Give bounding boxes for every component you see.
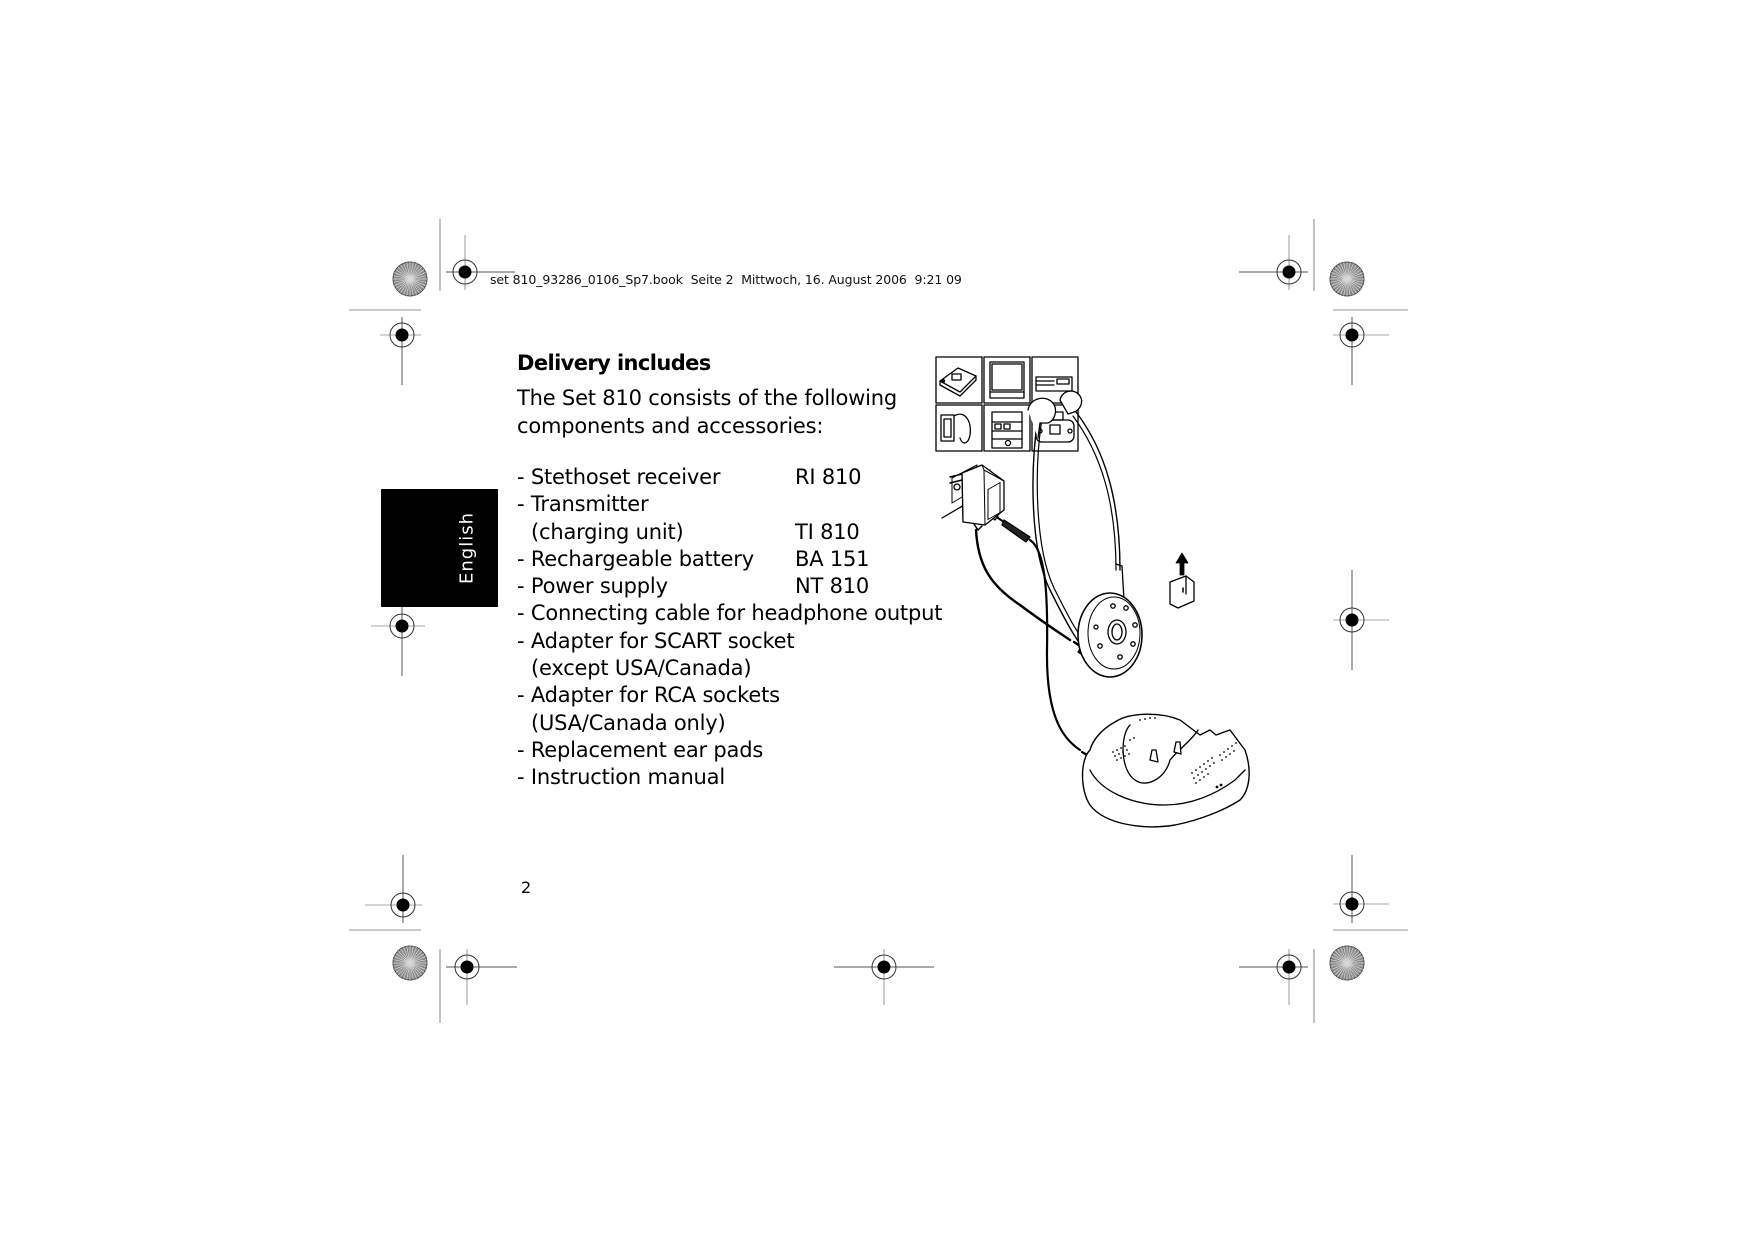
list-item: (USA/Canada only) bbox=[517, 710, 942, 737]
battery bbox=[1169, 575, 1195, 609]
cd-player-icon bbox=[935, 356, 983, 404]
item-name: - Rechargeable battery bbox=[517, 546, 754, 571]
list-item: - Instruction manual bbox=[517, 764, 942, 791]
page-number: 2 bbox=[521, 878, 532, 897]
item-model: NT 810 bbox=[795, 574, 870, 599]
print-header: set 810_93286_0106_Sp7.book Seite 2 Mitt… bbox=[490, 272, 962, 287]
list-item: - Connecting cable for headphone output bbox=[517, 600, 942, 627]
stethoset-receiver bbox=[1027, 390, 1143, 678]
list-item: - Stethoset receiver RI 810 bbox=[517, 464, 942, 491]
components-list: - Stethoset receiver RI 810 - Transmitte… bbox=[517, 464, 942, 792]
section-intro: The Set 810 consists of the following co… bbox=[517, 384, 897, 440]
transmitter-base bbox=[1081, 713, 1250, 828]
language-tab-label: English bbox=[456, 512, 478, 584]
remove-arrow-icon bbox=[1175, 552, 1189, 576]
product-illustration bbox=[935, 356, 1250, 828]
sunburst-mark-bottom-left bbox=[392, 945, 428, 981]
item-name: (USA/Canada only) bbox=[531, 710, 726, 735]
item-name: - Transmitter bbox=[517, 492, 649, 517]
list-item: (charging unit) TI 810 bbox=[517, 519, 942, 546]
item-name: - Adapter for SCART socket bbox=[517, 628, 795, 653]
item-model: RI 810 bbox=[795, 465, 862, 489]
list-item: - Transmitter bbox=[517, 491, 942, 518]
section-heading: Delivery includes bbox=[517, 351, 711, 375]
walkman-icon bbox=[935, 404, 983, 452]
intro-line: components and accessories: bbox=[517, 414, 824, 438]
item-model: BA 151 bbox=[795, 546, 870, 571]
item-name: - Adapter for RCA sockets bbox=[517, 683, 780, 708]
list-item: - Adapter for SCART socket bbox=[517, 628, 942, 655]
item-name: - Stethoset receiver bbox=[517, 465, 721, 489]
list-item: - Power supply NT 810 bbox=[517, 573, 942, 600]
item-name: (except USA/Canada) bbox=[531, 656, 752, 681]
item-name: - Connecting cable for headphone output bbox=[517, 601, 943, 626]
sunburst-mark-top-right bbox=[1329, 261, 1365, 297]
item-model: TI 810 bbox=[795, 519, 860, 544]
list-item: - Adapter for RCA sockets bbox=[517, 682, 942, 709]
source-icons-grid bbox=[935, 356, 1079, 452]
power-supply bbox=[949, 464, 1110, 668]
item-name: - Instruction manual bbox=[517, 765, 725, 790]
intro-line: The Set 810 consists of the following bbox=[517, 386, 897, 410]
list-item: - Rechargeable battery BA 151 bbox=[517, 546, 942, 573]
item-name: (charging unit) bbox=[531, 519, 684, 544]
item-name: - Replacement ear pads bbox=[517, 737, 764, 762]
tv-icon bbox=[983, 356, 1031, 404]
list-item: - Replacement ear pads bbox=[517, 737, 942, 764]
language-tab: English bbox=[381, 489, 498, 607]
sunburst-mark-top-left bbox=[392, 261, 428, 297]
hifi-stack-icon bbox=[983, 404, 1031, 452]
sunburst-mark-bottom-right bbox=[1329, 945, 1365, 981]
item-name: - Power supply bbox=[517, 574, 668, 599]
list-item: (except USA/Canada) bbox=[517, 655, 942, 682]
